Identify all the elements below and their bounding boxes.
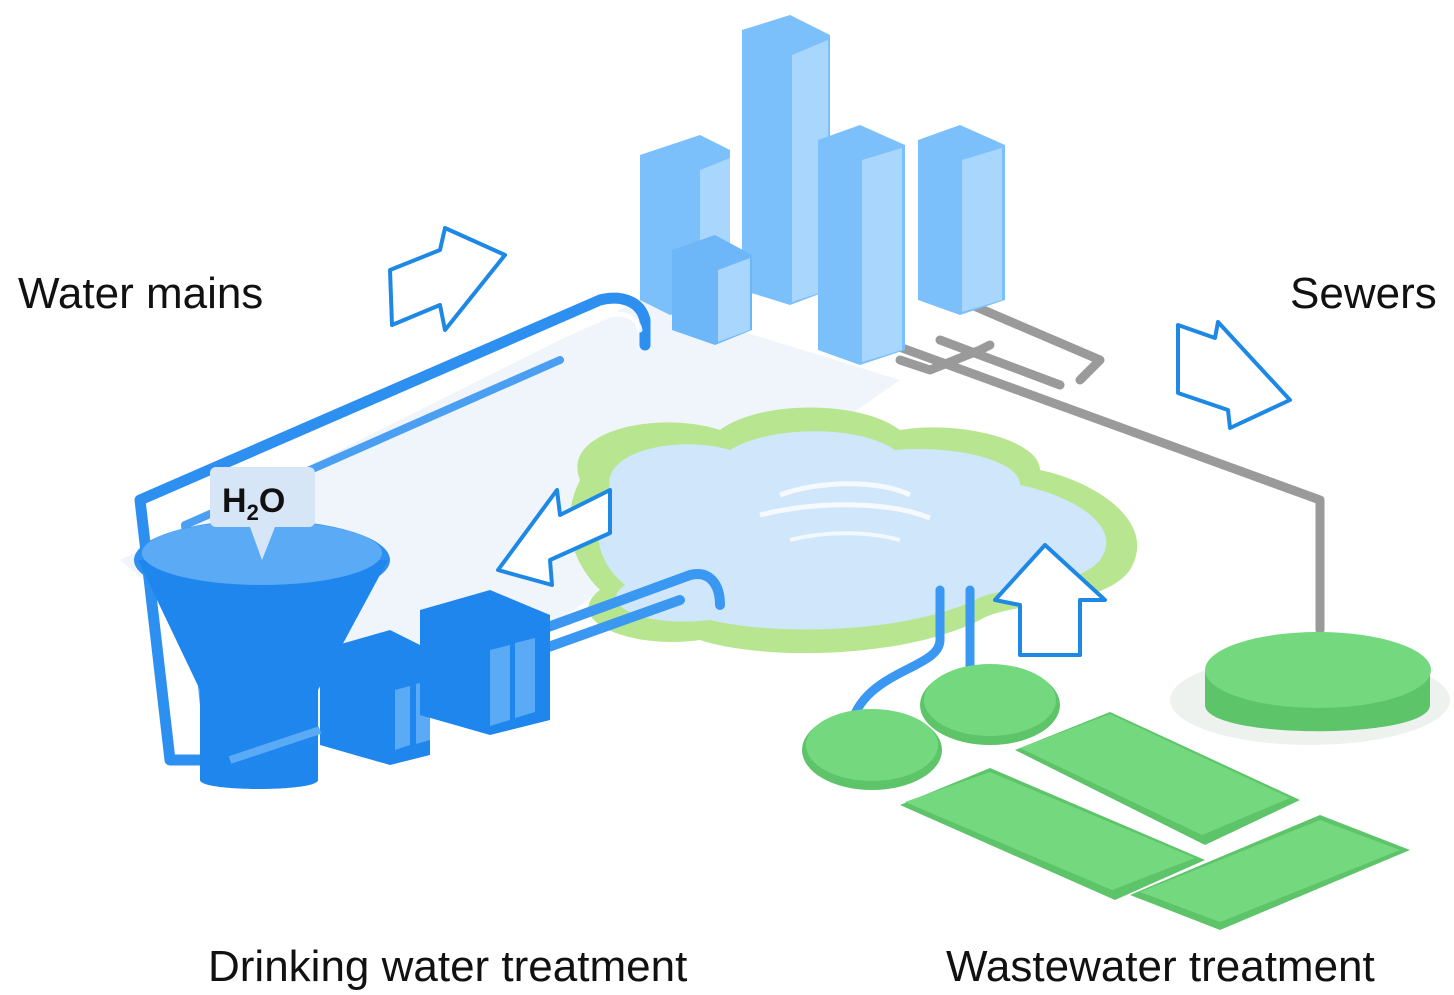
h2o-main: H bbox=[222, 482, 247, 520]
water-mains-label: Water mains bbox=[18, 269, 264, 318]
h2o-callout bbox=[210, 467, 315, 560]
arrow-sewers bbox=[1176, 320, 1292, 430]
wastewater-plant bbox=[802, 632, 1431, 930]
arrow-water-mains bbox=[388, 226, 507, 332]
h2o-subscript: 2 bbox=[247, 500, 259, 525]
flow-arrows bbox=[388, 226, 1292, 657]
wastewater-treatment-label: Wastewater treatment bbox=[946, 942, 1375, 991]
city-buildings bbox=[640, 15, 1005, 365]
intake-pipes bbox=[535, 569, 725, 655]
drinking-water-treatment-label: Drinking water treatment bbox=[208, 942, 688, 991]
arrow-from-wastewater bbox=[993, 543, 1107, 657]
drinking-water-plant bbox=[134, 520, 550, 789]
sewer-pipes bbox=[875, 295, 1325, 635]
lake bbox=[569, 407, 1138, 654]
h2o-label: H2O bbox=[222, 482, 285, 525]
arrow-to-drinking-plant bbox=[496, 488, 612, 587]
h2o-suffix: O bbox=[259, 482, 285, 520]
sewers-label: Sewers bbox=[1290, 269, 1437, 318]
